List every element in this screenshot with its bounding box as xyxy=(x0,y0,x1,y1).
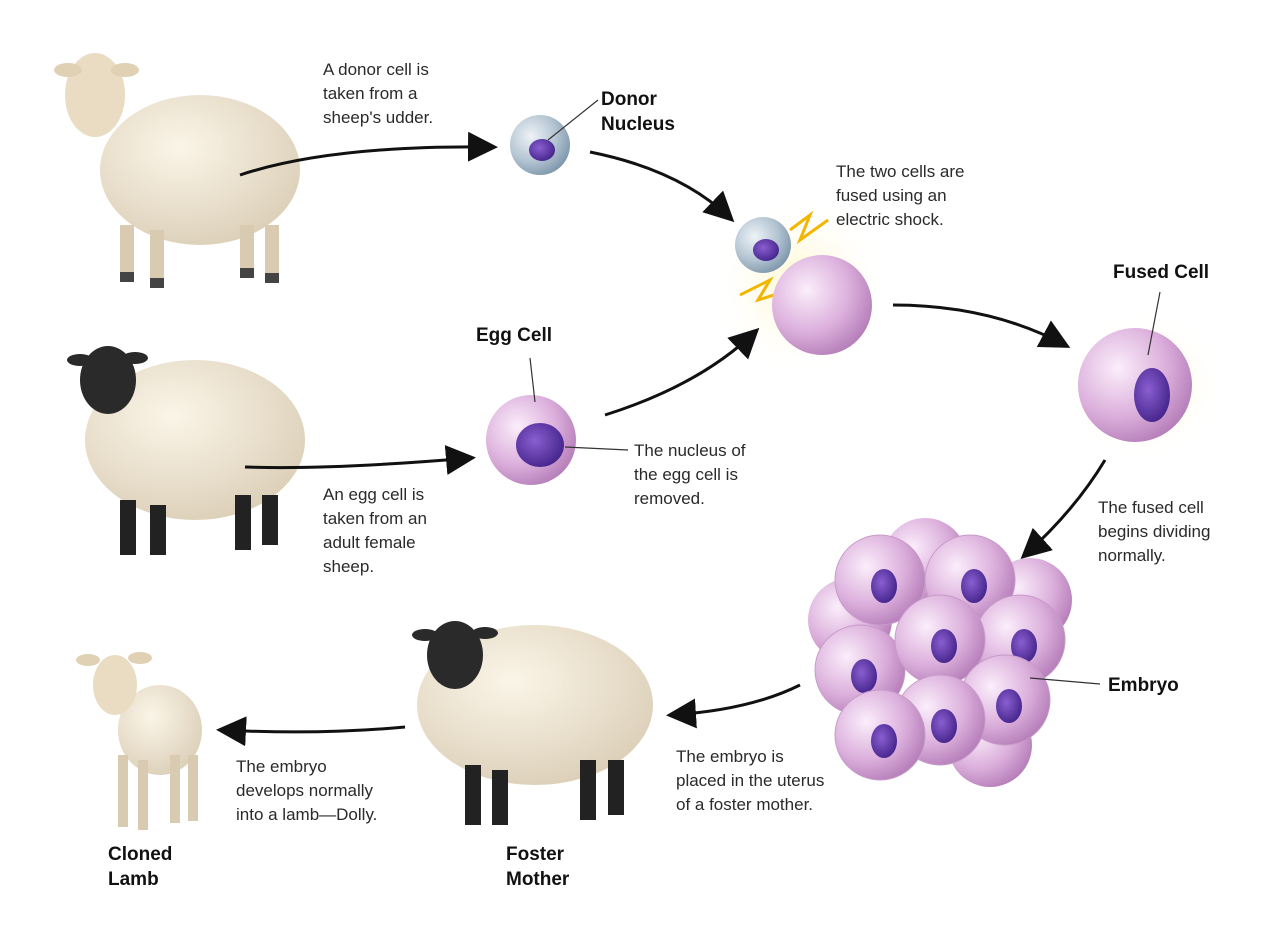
caption-develops: The embryo develops normally into a lamb… xyxy=(236,757,378,824)
caption-egg-taken: An egg cell is taken from an adult femal… xyxy=(323,485,427,576)
caption-fusion: The two cells are fused using an electri… xyxy=(836,162,965,229)
label-egg-cell: Egg Cell xyxy=(476,325,553,346)
caption-donor-cell: A donor cell is taken from a sheep's udd… xyxy=(323,60,434,127)
foster-mother-sheep-illustration xyxy=(412,621,653,825)
arrow-sheep-to-egg xyxy=(244,445,476,475)
donor-sheep-illustration xyxy=(54,53,300,288)
donor-cell xyxy=(510,99,599,175)
embryo-cluster xyxy=(808,518,1072,787)
embryo-nucleus xyxy=(931,629,957,663)
fused-cell xyxy=(1065,291,1225,460)
label-cloned-lamb: Cloned Lamb xyxy=(108,844,173,890)
label-foster-mother: Foster Mother xyxy=(506,844,570,890)
arrow-donor-to-cell xyxy=(239,131,498,177)
label-fused-cell: Fused Cell xyxy=(1113,262,1210,283)
embryo-nucleus xyxy=(1011,629,1037,663)
egg-cell xyxy=(486,357,629,485)
embryo-nucleus xyxy=(931,709,957,743)
caption-nucleus-removed: The nucleus of the egg cell is removed. xyxy=(634,441,746,508)
egg-donor-sheep-illustration xyxy=(67,346,305,555)
embryo-nucleus xyxy=(851,659,877,693)
process-arrows xyxy=(216,131,1107,747)
caption-dividing: The fused cell begins dividing normally. xyxy=(1098,498,1211,565)
arrow-fused-to-embryo xyxy=(1020,459,1107,560)
embryo-nucleus xyxy=(871,569,897,603)
embryo-nucleus xyxy=(871,724,897,758)
embryo-nucleus xyxy=(996,689,1022,723)
label-embryo: Embryo xyxy=(1108,675,1179,696)
arrow-embryo-to-mother xyxy=(666,683,801,729)
arrow-fusion-to-fused xyxy=(892,303,1071,348)
arrow-egg-to-fusion xyxy=(604,327,760,417)
embryo-nucleus xyxy=(961,569,987,603)
caption-implanted: The embryo is placed in the uterus of a … xyxy=(676,747,825,814)
cloned-lamb-illustration xyxy=(76,652,202,830)
arrow-mother-to-lamb xyxy=(216,716,406,747)
label-donor-nucleus: Donor Nucleus xyxy=(601,89,675,135)
arrow-donor-to-fusion xyxy=(589,150,735,223)
